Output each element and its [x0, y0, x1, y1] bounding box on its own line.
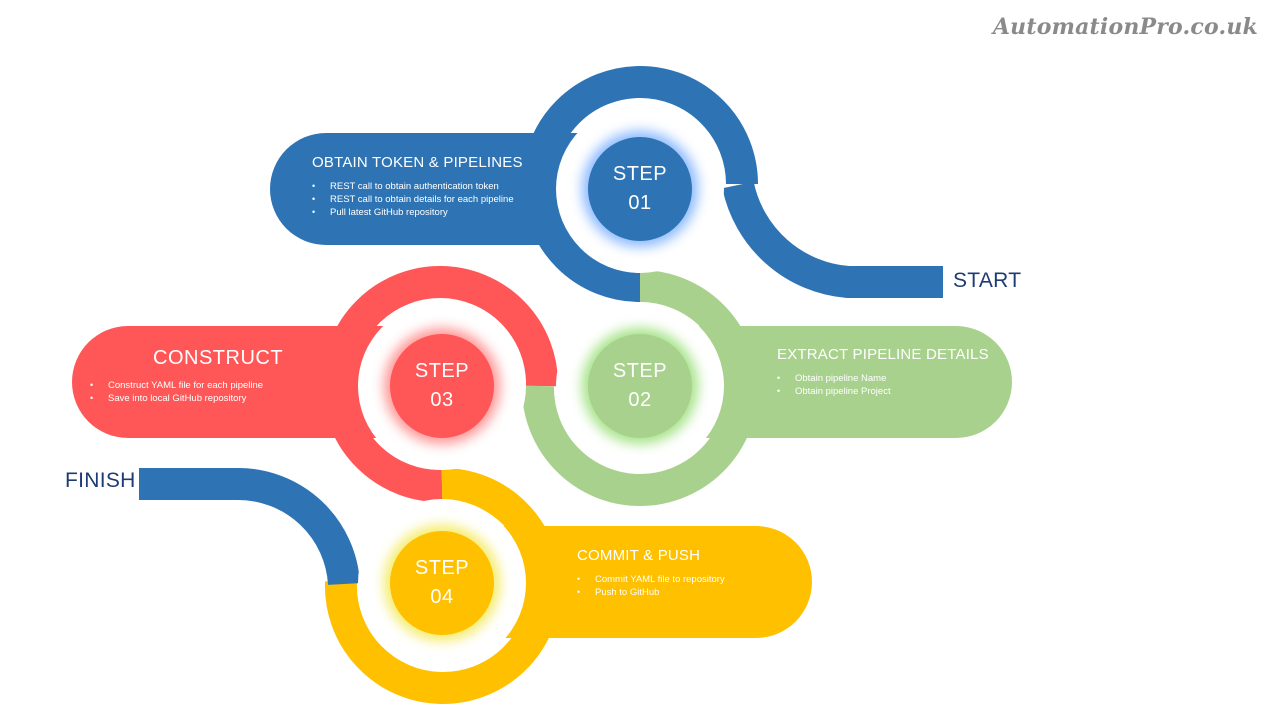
- start-label: START: [953, 269, 1022, 292]
- step-04-title: COMMIT & PUSH: [577, 547, 701, 564]
- step-03-title: CONSTRUCT: [153, 347, 284, 369]
- step-03-bullet: Construct YAML file for each pipeline: [90, 379, 263, 392]
- step-03-word: STEP: [414, 360, 470, 382]
- step-04-word: STEP: [414, 557, 470, 579]
- step-02-bullets: Obtain pipeline Name Obtain pipeline Pro…: [777, 372, 891, 398]
- step-02-badge: [556, 302, 724, 470]
- step-01-badge: [556, 105, 724, 273]
- step-02-word: STEP: [612, 360, 668, 382]
- step-04-bullets: Commit YAML file to repository Push to G…: [577, 573, 725, 599]
- brand-logo: AutomationPro.co.uk: [992, 14, 1258, 40]
- step-02-ring: [521, 270, 758, 506]
- step-02-bullet: Obtain pipeline Name: [777, 372, 891, 385]
- step-01-number: 01: [628, 192, 652, 214]
- step-03-badge: [358, 302, 526, 470]
- step-01-bullet: Pull latest GitHub repository: [312, 206, 514, 219]
- step-02-bullet: Obtain pipeline Project: [777, 385, 891, 398]
- step-01-bullet: REST call to obtain authentication token: [312, 180, 514, 193]
- step-04-number: 04: [430, 586, 454, 608]
- step-01-title: OBTAIN TOKEN & PIPELINES: [312, 154, 523, 171]
- step-02-title: EXTRACT PIPELINE DETAILS: [777, 346, 989, 363]
- step-02-number: 02: [628, 389, 652, 411]
- step-04-label: STEP 04: [390, 554, 494, 612]
- step-01-ring: [522, 66, 758, 302]
- step-03-bullets: Construct YAML file for each pipeline Sa…: [90, 379, 263, 405]
- step-04-ring: [324, 467, 561, 704]
- finish-connector: [139, 467, 360, 586]
- step-03-bullet: Save into local GitHub repository: [90, 392, 263, 405]
- step-03-ring: [322, 266, 559, 503]
- step-03-label: STEP 03: [390, 357, 494, 415]
- step-04-badge: [358, 499, 526, 667]
- step-03-number: 03: [430, 389, 454, 411]
- step-02-label: STEP 02: [588, 357, 692, 415]
- step-01-bullets: REST call to obtain authentication token…: [312, 180, 514, 219]
- step-01-word: STEP: [612, 163, 668, 185]
- step-04-bullet: Commit YAML file to repository: [577, 573, 725, 586]
- step-01-bullet: REST call to obtain details for each pip…: [312, 193, 514, 206]
- step-04-bullet: Push to GitHub: [577, 586, 725, 599]
- step-01-label: STEP 01: [588, 160, 692, 218]
- start-connector: [722, 181, 943, 298]
- finish-label: FINISH: [65, 469, 136, 492]
